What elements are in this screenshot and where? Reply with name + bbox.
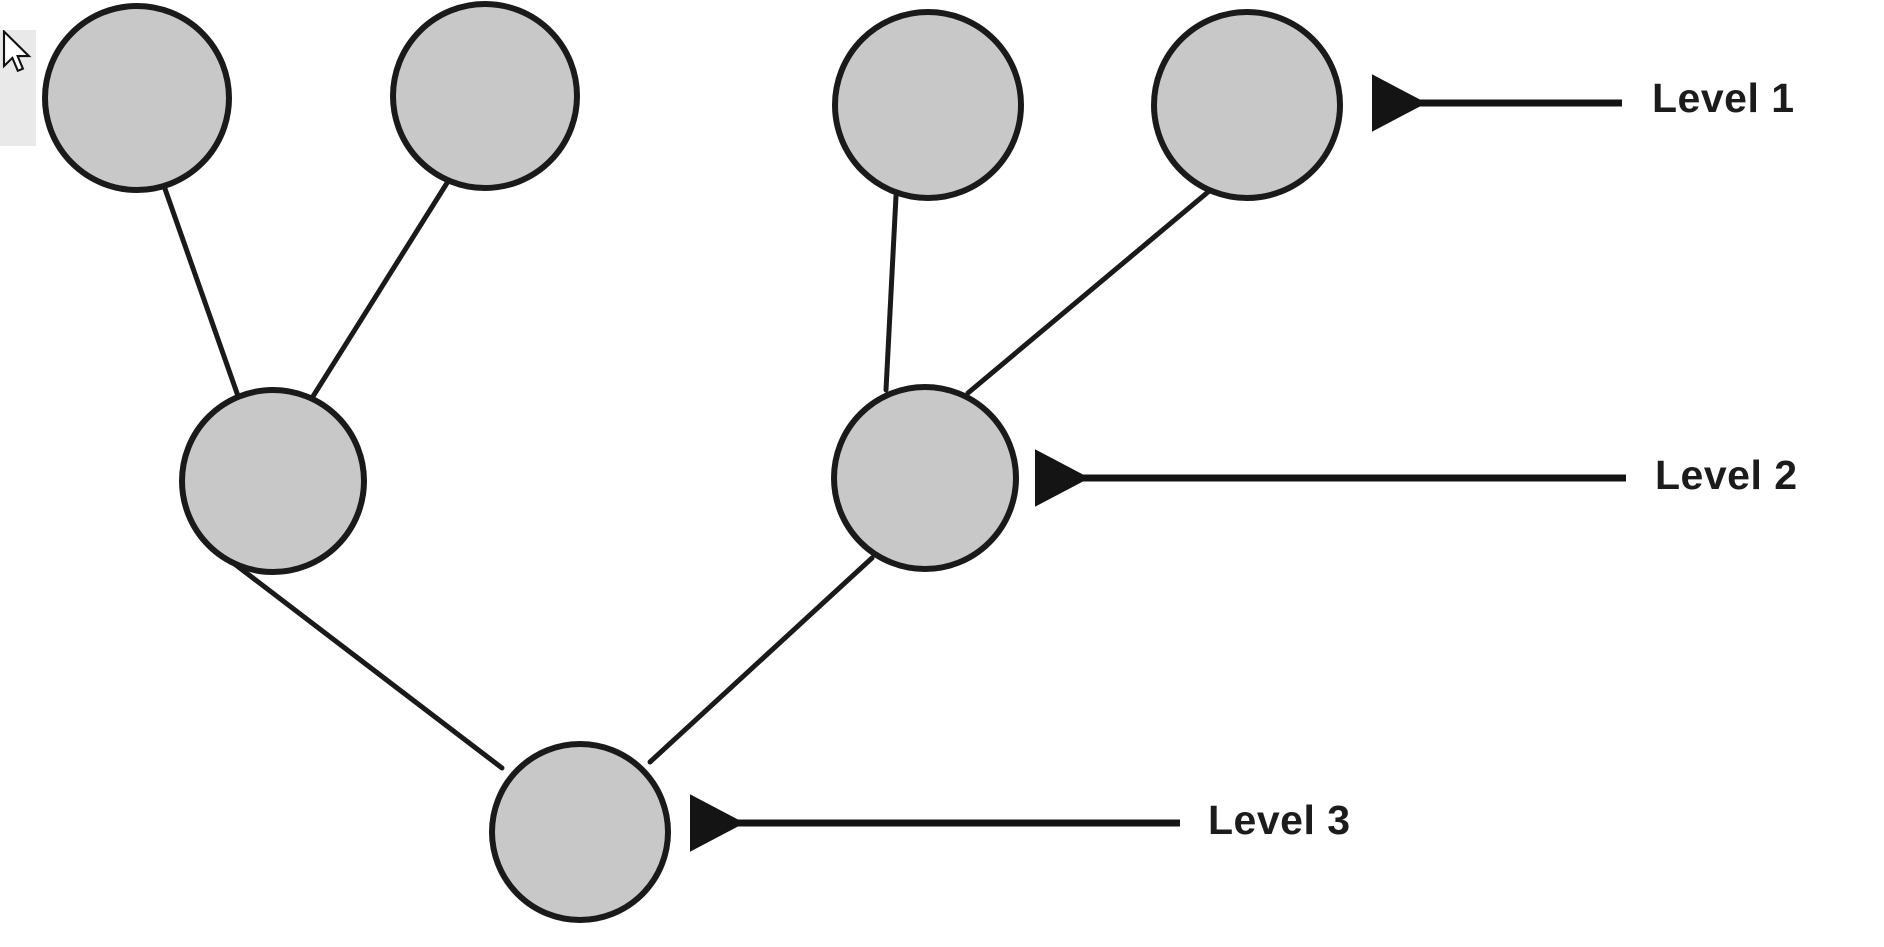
node-level1-1[interactable] [42,3,232,193]
node-level1-4[interactable] [1151,9,1343,201]
edge-n1-n5 [161,183,241,399]
edge-n2-n5 [309,180,450,401]
node-level1-3[interactable] [832,9,1024,201]
node-level3-1[interactable] [489,741,671,923]
edge-n4-n6 [965,189,1211,396]
node-level2-2[interactable] [831,384,1019,572]
node-level1-2[interactable] [390,1,580,191]
edge-n3-n6 [883,193,899,393]
annotation-label-level-1: Level 1 [1652,75,1795,121]
edges-group [161,180,1211,771]
edge-n5-n7 [229,559,505,771]
annotation-label-level-2: Level 2 [1655,452,1798,498]
node-level2-1[interactable] [179,387,367,575]
annotation-arrows-group [690,74,1626,852]
edge-n6-n7 [647,555,875,765]
annotation-label-level-3: Level 3 [1208,797,1351,843]
nodes-group [42,1,1343,923]
